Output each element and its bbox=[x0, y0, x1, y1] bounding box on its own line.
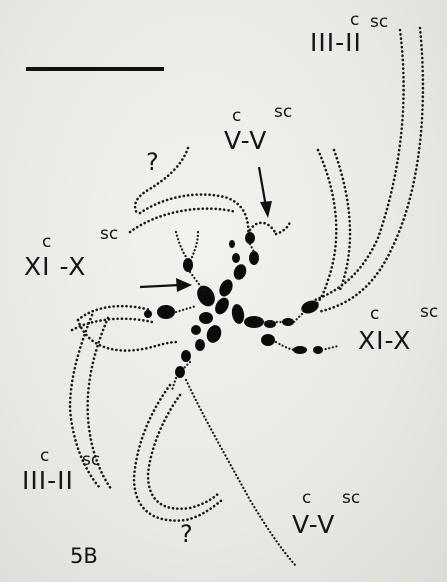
question-mark-bottom: ? bbox=[180, 522, 193, 546]
label-v-v-bottom: V-V bbox=[292, 512, 335, 537]
label-iii-ii-top-sup-left: c bbox=[350, 12, 359, 29]
arrow-down-icon bbox=[259, 167, 272, 218]
label-iii-ii-top: III-II bbox=[310, 30, 362, 55]
chromomeres bbox=[144, 232, 323, 378]
label-iii-ii-bottom-sup-right: sc bbox=[82, 452, 100, 469]
panel-label: 5B bbox=[70, 546, 98, 567]
label-xi-x-right-sup-right: sc bbox=[420, 304, 438, 321]
label-v-v-top: V-V bbox=[224, 128, 267, 153]
label-main-text: III-II bbox=[310, 28, 362, 57]
label-main-text: XI-X bbox=[358, 326, 411, 355]
label-main-text: XI -X bbox=[24, 252, 86, 281]
label-iii-ii-top-sup-right: sc bbox=[370, 14, 388, 31]
label-v-v-bottom-sup-left: c bbox=[302, 490, 311, 507]
label-xi-x-right: XI-X bbox=[358, 328, 411, 353]
label-main-text: V-V bbox=[224, 126, 267, 155]
label-iii-ii-bottom: III-II bbox=[22, 468, 74, 493]
label-v-v-top-sup-left: c bbox=[232, 108, 241, 125]
label-main-text: V-V bbox=[292, 510, 335, 539]
question-mark-top: ? bbox=[146, 150, 159, 174]
label-xi-x-left: XI -X bbox=[24, 254, 86, 279]
label-iii-ii-bottom-sup-left: c bbox=[40, 448, 49, 465]
label-xi-x-left-sup-right: sc bbox=[100, 226, 118, 243]
label-main-text: III-II bbox=[22, 466, 74, 495]
arrow-right-icon bbox=[140, 278, 192, 292]
chromatid-outlines bbox=[70, 28, 423, 566]
label-v-v-top-sup-right: sc bbox=[274, 104, 292, 121]
label-v-v-bottom-sup-right: sc bbox=[342, 490, 360, 507]
label-xi-x-right-sup-left: c bbox=[370, 306, 379, 323]
label-xi-x-left-sup-left: c bbox=[42, 234, 51, 251]
